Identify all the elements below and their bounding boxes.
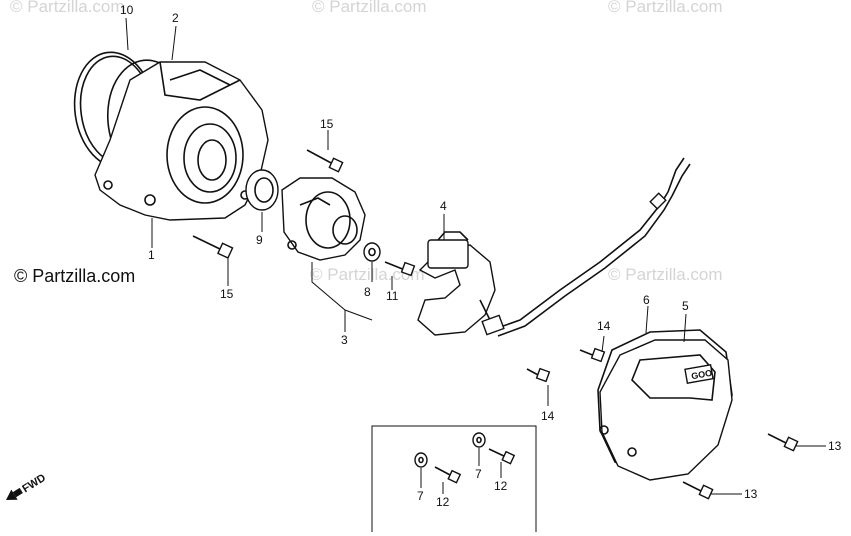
bolt-15-upper <box>306 149 344 173</box>
callout-7-right: 7 <box>475 467 482 481</box>
callout-6: 6 <box>643 293 650 307</box>
washer-7-right <box>472 432 486 448</box>
callout-4: 4 <box>440 199 447 213</box>
partzilla-credit: © Partzilla.com <box>14 266 135 286</box>
bolt-11 <box>384 261 416 277</box>
callout-11: 11 <box>386 289 399 303</box>
watermark-right: © Partzilla.com <box>608 265 723 284</box>
bolt-14-upper <box>579 347 606 363</box>
leader-lines <box>125 17 826 495</box>
callout-12-left: 12 <box>436 495 450 509</box>
watermark-middle: © Partzilla.com <box>310 265 425 284</box>
bolt-12-left <box>434 466 462 484</box>
callout-9: 9 <box>256 233 263 247</box>
callout-14-lower: 14 <box>541 409 555 423</box>
pickup-coil-stator <box>417 157 691 337</box>
bolt-13-lower <box>682 481 714 500</box>
washer-8 <box>363 242 381 262</box>
bolt-14-lower <box>526 367 551 383</box>
callout-5: 5 <box>682 299 689 313</box>
watermark-top-center: © Partzilla.com <box>312 0 427 16</box>
callout-15-upper: 15 <box>320 117 334 131</box>
watermark-top-left: © Partzilla.com <box>10 0 125 16</box>
watermarks: © Partzilla.com © Partzilla.com © Partzi… <box>10 0 723 284</box>
washer-7-left <box>414 452 428 468</box>
callout-3: 3 <box>341 333 348 347</box>
pulser-rotor-assembly <box>281 177 366 261</box>
fwd-label: FWD <box>20 472 48 495</box>
oil-seal <box>245 169 279 211</box>
callout-labels: 10 2 1 9 15 15 4 8 11 3 6 5 14 14 13 13 … <box>120 3 842 509</box>
callout-2: 2 <box>172 11 179 25</box>
callout-15-lower: 15 <box>220 287 234 301</box>
bolt-13-upper <box>767 433 799 452</box>
callout-13-upper: 13 <box>828 439 842 453</box>
callout-10: 10 <box>120 3 134 17</box>
crankcase-cover-housing <box>94 61 269 221</box>
bolt-12-right <box>488 448 516 465</box>
hardware-kit-box <box>371 425 537 532</box>
generator-cover: GOO <box>599 339 733 481</box>
callout-1: 1 <box>148 248 155 262</box>
callout-7-left: 7 <box>417 489 424 503</box>
callout-8: 8 <box>364 285 371 299</box>
bolt-15-lower <box>192 235 234 259</box>
watermark-top-right: © Partzilla.com <box>608 0 723 16</box>
callout-13-lower: 13 <box>744 487 758 501</box>
callout-12-right: 12 <box>494 479 508 493</box>
fwd-arrow: FWD <box>6 472 48 500</box>
callout-14-upper: 14 <box>597 319 611 333</box>
cover-badge: GOO <box>690 368 712 381</box>
